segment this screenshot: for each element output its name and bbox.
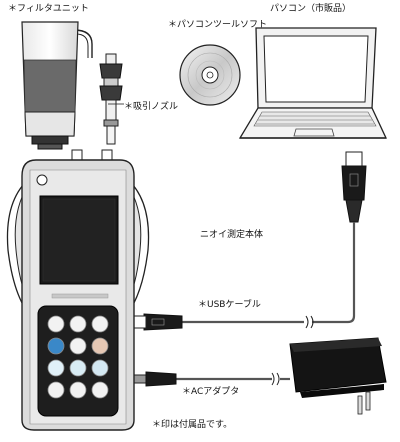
label-main-unit: ニオイ測定本体 <box>200 230 264 240</box>
usb-cable-line <box>182 222 356 324</box>
filter-unit <box>21 21 93 150</box>
usb-plug-pc <box>341 151 367 223</box>
usb-plug-device <box>133 313 183 331</box>
label-pc-software: ＊パソコンツールソフト <box>168 20 268 30</box>
keypad-key-4 <box>47 337 65 355</box>
label-ac-adapter: ＊ACアダプタ <box>182 387 240 397</box>
keypad-key-7 <box>47 359 65 377</box>
keypad-key-3 <box>91 315 109 333</box>
ac-adapter <box>289 337 387 415</box>
cd-disc <box>179 44 241 106</box>
keypad-key-5 <box>69 337 87 355</box>
keypad-key-12 <box>91 381 109 399</box>
keypad <box>47 315 109 399</box>
suction-nozzle <box>99 53 124 145</box>
keypad-key-11 <box>69 381 87 399</box>
keypad-key-2 <box>69 315 87 333</box>
keypad-key-10 <box>47 381 65 399</box>
label-pc: パソコン（市販品） <box>270 4 352 14</box>
keypad-key-9 <box>91 359 109 377</box>
label-usb-cable: ＊USBケーブル <box>198 300 261 310</box>
dc-plug <box>133 371 177 387</box>
laptop-pc <box>238 27 388 139</box>
label-footnote: ＊印は付属品です。 <box>152 420 233 430</box>
keypad-key-6 <box>91 337 109 355</box>
label-suction-nozzle: ＊吸引ノズル <box>124 102 179 112</box>
keypad-key-1 <box>47 315 65 333</box>
label-filter-unit: ＊フィルタユニット <box>8 4 89 14</box>
keypad-key-8 <box>69 359 87 377</box>
main-device <box>6 149 150 431</box>
